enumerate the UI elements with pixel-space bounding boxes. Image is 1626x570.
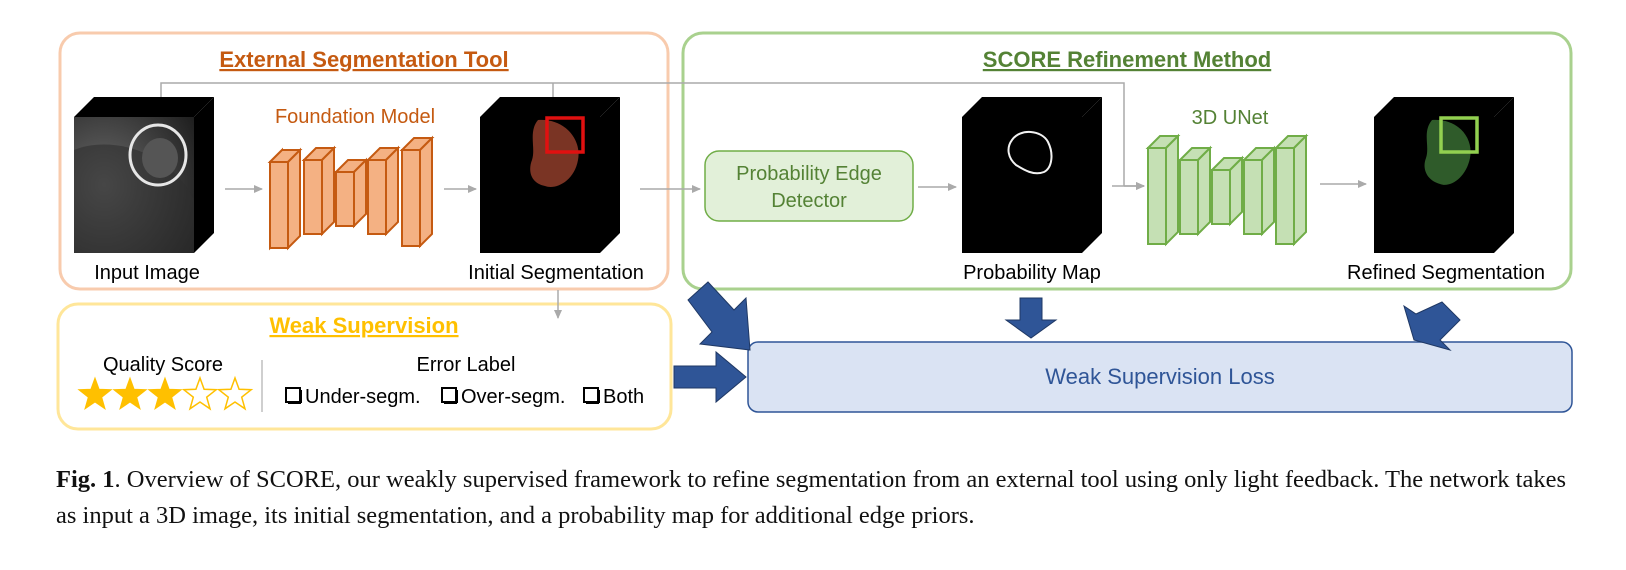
external-tool-panel [58,31,670,291]
refined-segmentation-cube [1374,97,1514,253]
score-panel [681,31,1573,291]
weak-supervision-loss-label: Weak Supervision Loss [1045,364,1275,389]
star-filled-icon [147,376,183,410]
caption-text: . Overview of SCORE, our weakly supervis… [56,466,1566,529]
unet-network [1145,133,1309,247]
error-label-title: Error Label [417,354,516,376]
edge-detector-box [704,150,914,222]
star-filled-icon [77,376,113,410]
weak-supervision-loss-box [747,341,1573,413]
figure-caption: Fig. 1. Overview of SCORE, our weakly su… [56,462,1576,534]
probability-map-label: Probability Map [963,262,1101,284]
score-title: SCORE Refinement Method [983,47,1271,72]
edge-detector-label-line2: Detector [771,190,847,212]
checkbox-under-icon[interactable] [285,387,301,403]
skip-connector [160,82,1125,186]
probability-map-cube [962,97,1102,253]
initial-segmentation-cube [480,97,620,253]
initial-segmentation-label: Initial Segmentation [468,262,644,284]
refined-segmentation-label: Refined Segmentation [1347,262,1545,284]
unet-label: 3D UNet [1192,107,1269,129]
star-empty-icon [216,375,254,411]
blue-arrow-from-external [687,281,751,351]
blue-arrow-from-weak [673,350,747,404]
checkbox-both-icon[interactable] [583,387,599,403]
external-tool-title: External Segmentation Tool [219,47,508,72]
quality-stars [77,375,254,411]
blue-arrow-from-refined [1403,301,1461,351]
input-image-cube [74,97,214,253]
quality-score-label: Quality Score [103,354,223,376]
option-under-segm: Under-segm. [305,386,421,408]
option-both: Both [603,386,644,408]
foundation-model-label: Foundation Model [275,106,435,128]
foundation-model-network [267,135,435,251]
weak-supervision-title: Weak Supervision [269,313,458,338]
input-image-label: Input Image [94,262,200,284]
weak-supervision-panel [56,302,673,431]
blue-arrow-from-probmap [1004,297,1058,339]
option-over-segm: Over-segm. [461,386,565,408]
figure-number: Fig. 1 [56,466,115,493]
checkbox-over-icon[interactable] [441,387,457,403]
star-empty-icon [181,375,219,411]
edge-detector-label-line1: Probability Edge [736,163,882,185]
star-filled-icon [112,376,148,410]
